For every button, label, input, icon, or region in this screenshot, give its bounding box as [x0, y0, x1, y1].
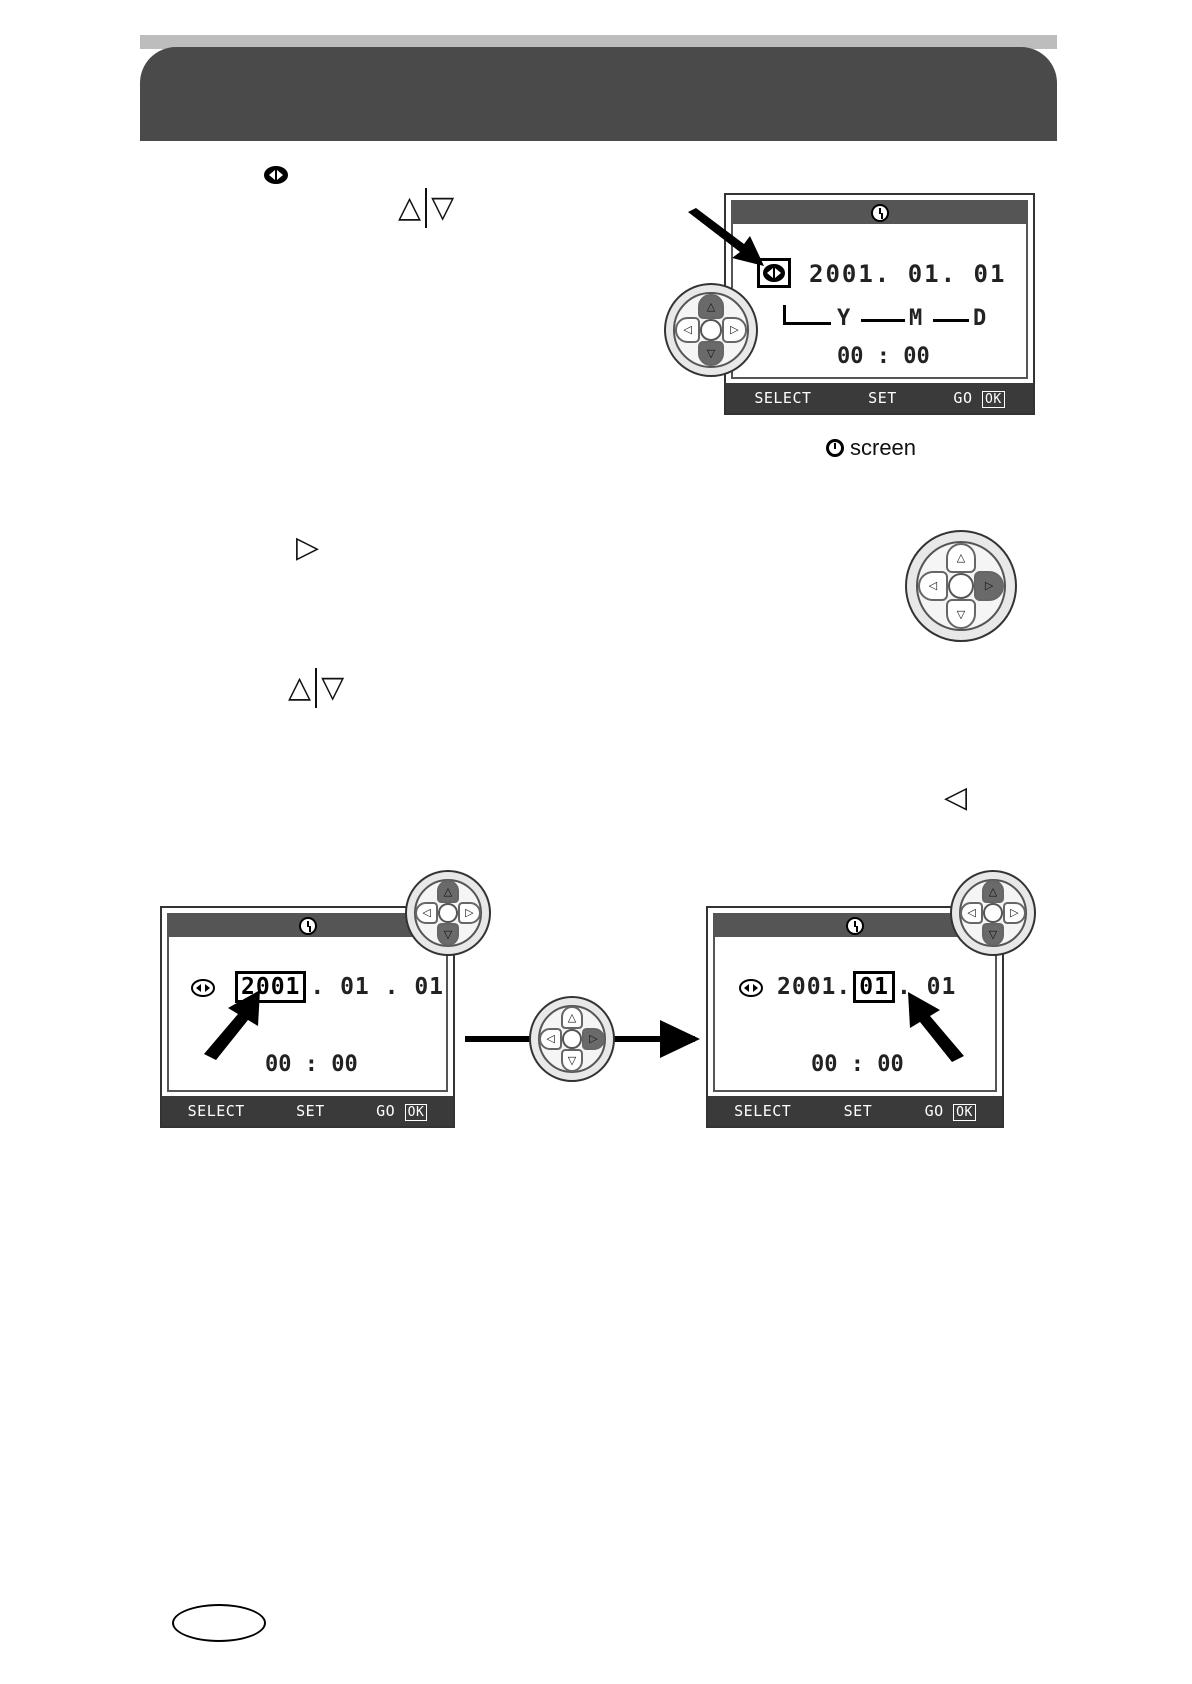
connector-line	[933, 319, 969, 322]
lcd-display-area: 2001. 01. 01 Y M D 00 : 00	[731, 200, 1028, 379]
ok-button-icon	[438, 903, 458, 923]
up-key-icon: △	[436, 880, 460, 904]
year-label: Y	[837, 306, 851, 331]
month-field-selected: 01	[853, 971, 895, 1003]
lcd-footer: SELECT SET GO OK	[162, 1096, 453, 1126]
up-triangle-icon: △	[398, 190, 422, 225]
year-value: 2001.	[777, 974, 852, 1000]
lcd-display-area: 2001 . 01 . 01 00 : 00	[167, 913, 448, 1092]
month-label: M	[909, 306, 923, 331]
date-setting-screen-year: 2001 . 01 . 01 00 : 00 SELECT SET GO OK	[160, 906, 455, 1128]
up-key-icon: △	[698, 294, 724, 320]
left-key-icon: ◁	[415, 901, 439, 925]
down-key-icon: ▽	[560, 1048, 584, 1072]
ok-button-icon	[700, 319, 722, 341]
footer-set-label: SET	[868, 389, 897, 407]
down-key-icon: ▽	[698, 340, 724, 366]
date-setting-screen-main: 2001. 01. 01 Y M D 00 : 00 SELECT SET GO…	[724, 193, 1035, 415]
left-triangle-icon: ◁	[944, 780, 968, 815]
pointer-arrow-icon	[688, 208, 764, 266]
connector-line	[783, 322, 831, 325]
pointer-arrow-icon	[908, 992, 964, 1062]
direction-pad-icon: △ ▽ ◁ ▷	[405, 870, 491, 956]
direction-pad-icon: △ ▽ ◁ ▷	[950, 870, 1036, 956]
footer-ok-label: OK	[404, 1104, 428, 1121]
down-triangle-icon: ▽	[321, 670, 345, 705]
down-key-icon: ▽	[945, 598, 977, 630]
separator	[425, 188, 428, 228]
footer-ok-label: OK	[982, 391, 1005, 408]
down-key-icon: ▽	[436, 922, 460, 946]
page-number-badge	[172, 1604, 266, 1642]
footer-select-label: SELECT	[754, 389, 812, 407]
left-key-icon: ◁	[539, 1027, 563, 1051]
lcd-footer: SELECT SET GO OK	[708, 1096, 1002, 1126]
transition-arrow-head-icon	[660, 1020, 700, 1058]
up-key-icon: △	[945, 542, 977, 574]
footer-set-label: SET	[843, 1102, 873, 1120]
direction-pad-icon: △ ▽ ◁ ▷	[664, 283, 758, 377]
up-down-keys-marker: △ ▽	[288, 668, 344, 708]
screen-caption: screen	[826, 435, 916, 461]
month-day-value: . 01 . 01	[310, 974, 445, 1000]
pointer-arrow-icon	[204, 990, 260, 1060]
left-key-icon: ◁	[675, 317, 701, 343]
lcd-title-bar	[169, 915, 446, 937]
left-key-icon: ◁	[917, 570, 949, 602]
date-setting-screen-month: 2001. 01 . 01 00 : 00 SELECT SET GO OK	[706, 906, 1004, 1128]
sync-arrows-icon	[737, 977, 765, 999]
up-key-icon: △	[981, 880, 1005, 904]
lcd-title-bar	[715, 915, 995, 937]
left-key-icon: ◁	[960, 901, 984, 925]
day-label: D	[973, 306, 987, 331]
footer-go-label: GO	[953, 389, 973, 407]
sync-arrows-icon	[262, 164, 290, 186]
down-triangle-icon: ▽	[431, 190, 455, 225]
lcd-display-area: 2001. 01 . 01 00 : 00	[713, 913, 997, 1092]
clock-icon	[826, 439, 844, 457]
ok-button-icon	[948, 573, 974, 599]
date-value: 2001. 01. 01	[809, 260, 1007, 288]
day-value: . 01	[896, 974, 957, 1000]
footer-ok-label: OK	[953, 1104, 976, 1121]
footer-set-label: SET	[296, 1102, 325, 1120]
up-down-keys-marker: △ ▽	[398, 188, 454, 228]
footer-go-label: GO	[376, 1102, 396, 1120]
up-key-icon: △	[560, 1006, 584, 1030]
ok-button-icon	[983, 903, 1003, 923]
caption-text: screen	[850, 435, 917, 460]
time-value: 00 : 00	[837, 344, 930, 369]
up-triangle-icon: △	[288, 670, 312, 705]
clock-icon	[870, 204, 889, 222]
ok-button-icon	[562, 1029, 582, 1049]
lcd-title-bar	[733, 202, 1026, 224]
direction-pad-icon: △ ▽ ◁ ▷	[529, 996, 615, 1082]
direction-pad-icon: △ ▽ ◁ ▷	[905, 530, 1017, 642]
clock-icon	[298, 917, 317, 935]
right-key-icon: ▷	[721, 317, 747, 343]
time-value: 00 : 00	[811, 1052, 904, 1077]
lcd-footer: SELECT SET GO OK	[726, 383, 1033, 413]
right-key-icon: ▷	[973, 570, 1005, 602]
right-key-icon: ▷	[581, 1027, 605, 1051]
footer-go-label: GO	[924, 1102, 944, 1120]
connector-line	[783, 305, 786, 325]
separator	[315, 668, 318, 708]
footer-select-label: SELECT	[734, 1102, 792, 1120]
clock-icon	[846, 917, 864, 935]
right-triangle-icon: ▷	[296, 530, 320, 565]
header-top-strip	[140, 35, 1057, 49]
right-key-icon: ▷	[457, 901, 481, 925]
footer-select-label: SELECT	[187, 1102, 245, 1120]
connector-line	[861, 319, 905, 322]
sync-arrows-icon	[189, 977, 217, 999]
header-banner	[140, 47, 1057, 141]
sync-arrows-icon	[757, 258, 791, 288]
time-value: 00 : 00	[265, 1052, 358, 1077]
right-key-icon: ▷	[1002, 901, 1026, 925]
down-key-icon: ▽	[981, 922, 1005, 946]
